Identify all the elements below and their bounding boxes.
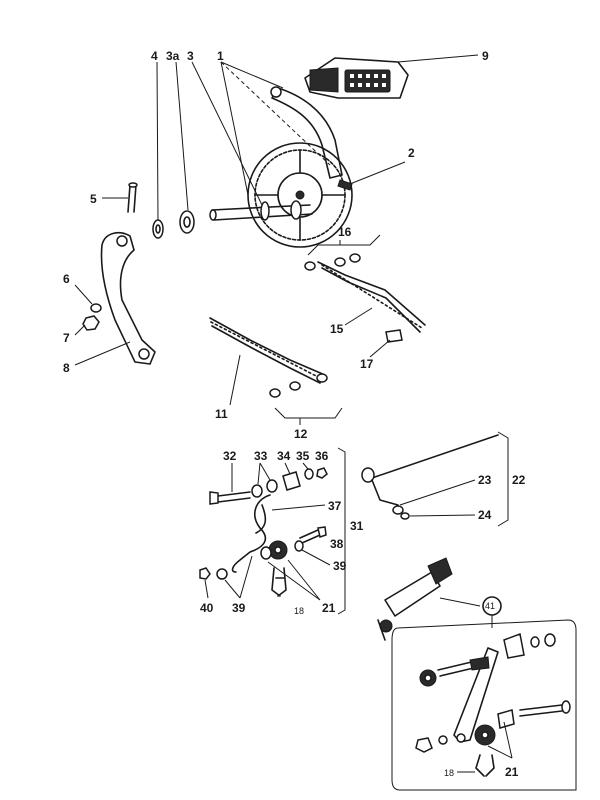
chain-link-16 <box>304 234 381 271</box>
bracket-31 <box>337 447 346 615</box>
label-3: 3 <box>187 49 194 63</box>
label-41: 41 <box>485 601 495 611</box>
pedal <box>304 57 409 99</box>
bracket-18 <box>271 567 287 597</box>
cotter-pin <box>102 182 138 213</box>
nut-7 <box>74 315 100 336</box>
label-16: 16 <box>338 225 352 239</box>
derailleur-unit <box>377 557 481 641</box>
label-32: 32 <box>223 449 237 463</box>
label-1: 1 <box>217 49 224 63</box>
bolt-32 <box>209 463 251 505</box>
label-38: 38 <box>330 537 344 551</box>
label-39-lower: 39 <box>232 601 246 615</box>
crank-axle <box>209 200 313 221</box>
label-22: 22 <box>512 473 526 487</box>
label-21: 21 <box>322 601 336 615</box>
inset-detail <box>391 615 577 791</box>
leader-15 <box>344 307 373 326</box>
washer-39 <box>216 540 331 599</box>
label-39: 39 <box>333 559 347 573</box>
leader-11 <box>229 354 241 406</box>
label-21-inset: 21 <box>505 765 519 779</box>
nut-40 <box>199 567 211 599</box>
label-3a: 3a <box>166 49 180 63</box>
washers-33 <box>251 462 278 498</box>
washer-3a <box>179 210 195 234</box>
crank-screw <box>337 179 353 191</box>
label-33: 33 <box>254 449 268 463</box>
label-34: 34 <box>277 449 291 463</box>
bolt-38 <box>299 526 327 544</box>
chain-link-12 <box>269 373 343 425</box>
label-18-inset: 18 <box>444 768 454 778</box>
label-23: 23 <box>478 473 492 487</box>
label-36: 36 <box>315 449 329 463</box>
chain-upper <box>317 261 426 333</box>
washer-4 <box>152 219 164 239</box>
cable-22 <box>361 431 509 527</box>
bushing-34 <box>282 462 301 491</box>
label-5: 5 <box>90 192 97 206</box>
label-31: 31 <box>350 519 364 533</box>
chainring <box>247 142 353 248</box>
left-crank-arm <box>74 231 156 366</box>
chain-lower <box>209 317 326 384</box>
leader-lines-top <box>156 54 479 221</box>
label-9: 9 <box>482 49 489 63</box>
nut-36 <box>316 467 328 479</box>
label-2: 2 <box>408 146 415 160</box>
label-15: 15 <box>330 322 344 336</box>
label-12: 12 <box>294 427 308 441</box>
spring-37 <box>231 494 326 573</box>
right-crank-arm <box>270 86 343 179</box>
part-labels: 1 2 3 3a 4 5 6 7 8 9 11 12 15 16 17 18 1… <box>63 49 526 779</box>
label-11: 11 <box>215 407 228 421</box>
label-6: 6 <box>63 272 70 286</box>
label-24: 24 <box>478 508 492 522</box>
label-7: 7 <box>63 331 70 345</box>
label-40: 40 <box>200 601 214 615</box>
label-4: 4 <box>151 49 158 63</box>
washer-35 <box>302 462 314 480</box>
label-37: 37 <box>328 499 342 513</box>
label-18: 18 <box>294 606 304 616</box>
label-17: 17 <box>360 357 374 371</box>
label-35: 35 <box>296 449 310 463</box>
label-8: 8 <box>63 361 70 375</box>
tension-wheel-21 <box>260 540 321 601</box>
chain-link-17 <box>369 329 403 358</box>
washer-6 <box>74 284 102 313</box>
